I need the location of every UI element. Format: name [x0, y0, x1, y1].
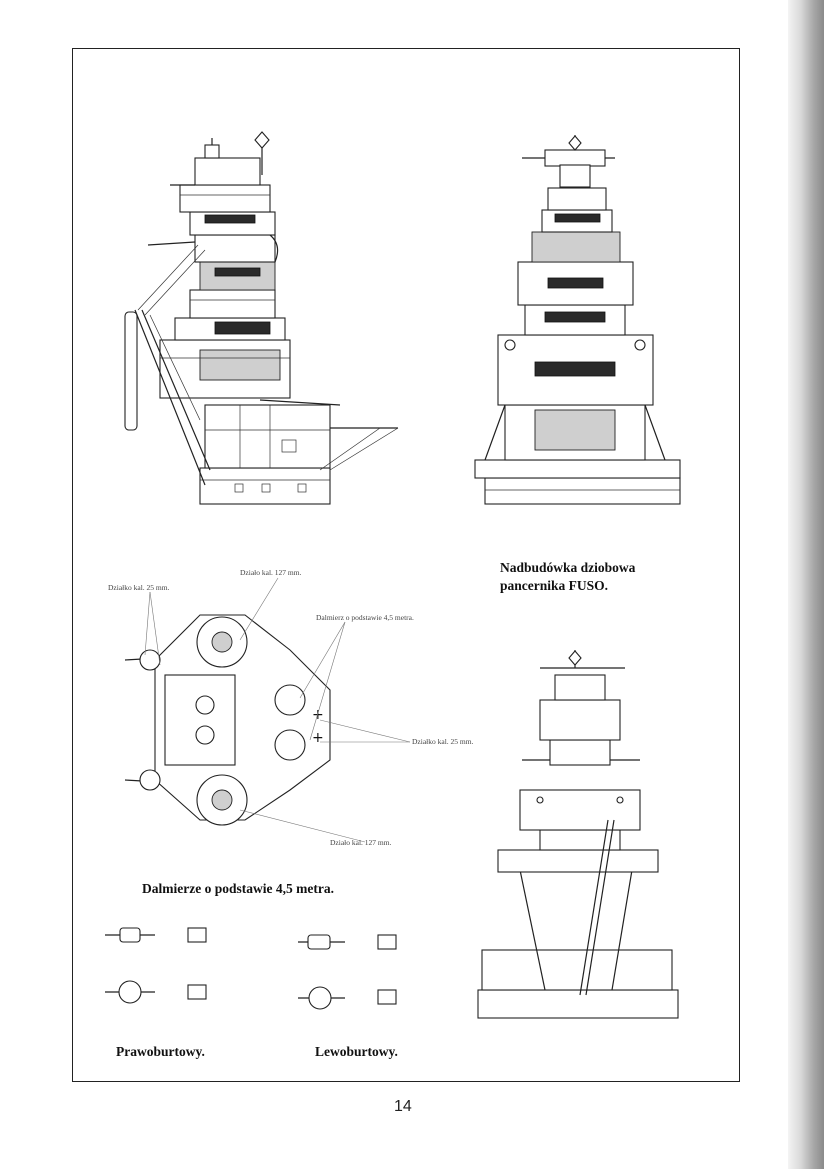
superstructure-caption-line1: Nadbudówka dziobowa — [500, 560, 636, 575]
rangefinder-starboard-drawings — [105, 927, 207, 1004]
page-edge-shadow — [788, 0, 824, 1169]
rangefinder-port-drawings — [298, 934, 397, 1010]
page-number: 14 — [394, 1098, 412, 1115]
side-view-drawing — [124, 131, 399, 505]
callout-rangefinder-45: Dalmierz o podstawie 4,5 metra. — [316, 613, 414, 622]
callout-aa-25-left: Działko kal. 25 mm. — [108, 583, 170, 592]
top-view-drawing: + + — [124, 614, 331, 826]
callout-leaders — [144, 577, 411, 843]
front-view-drawing — [474, 135, 681, 505]
svg-text:+: + — [312, 730, 324, 746]
svg-text:+: + — [312, 707, 324, 723]
page-frame — [72, 48, 740, 1082]
starboard-caption: Prawoburtowy. — [116, 1044, 205, 1059]
superstructure-caption-line2: pancernika FUSO. — [500, 578, 609, 593]
rangefinders-title: Dalmierze o podstawie 4,5 metra. — [142, 881, 334, 896]
callout-gun-127-top: Działo kal. 127 mm. — [240, 568, 302, 577]
callout-aa-25-right: Działko kal. 25 mm. — [412, 737, 474, 746]
front-view-lower-drawing — [477, 650, 679, 1019]
callout-gun-127-bottom: Działo kal. 127 mm. — [330, 838, 392, 847]
port-caption: Lewoburtowy. — [315, 1044, 398, 1059]
